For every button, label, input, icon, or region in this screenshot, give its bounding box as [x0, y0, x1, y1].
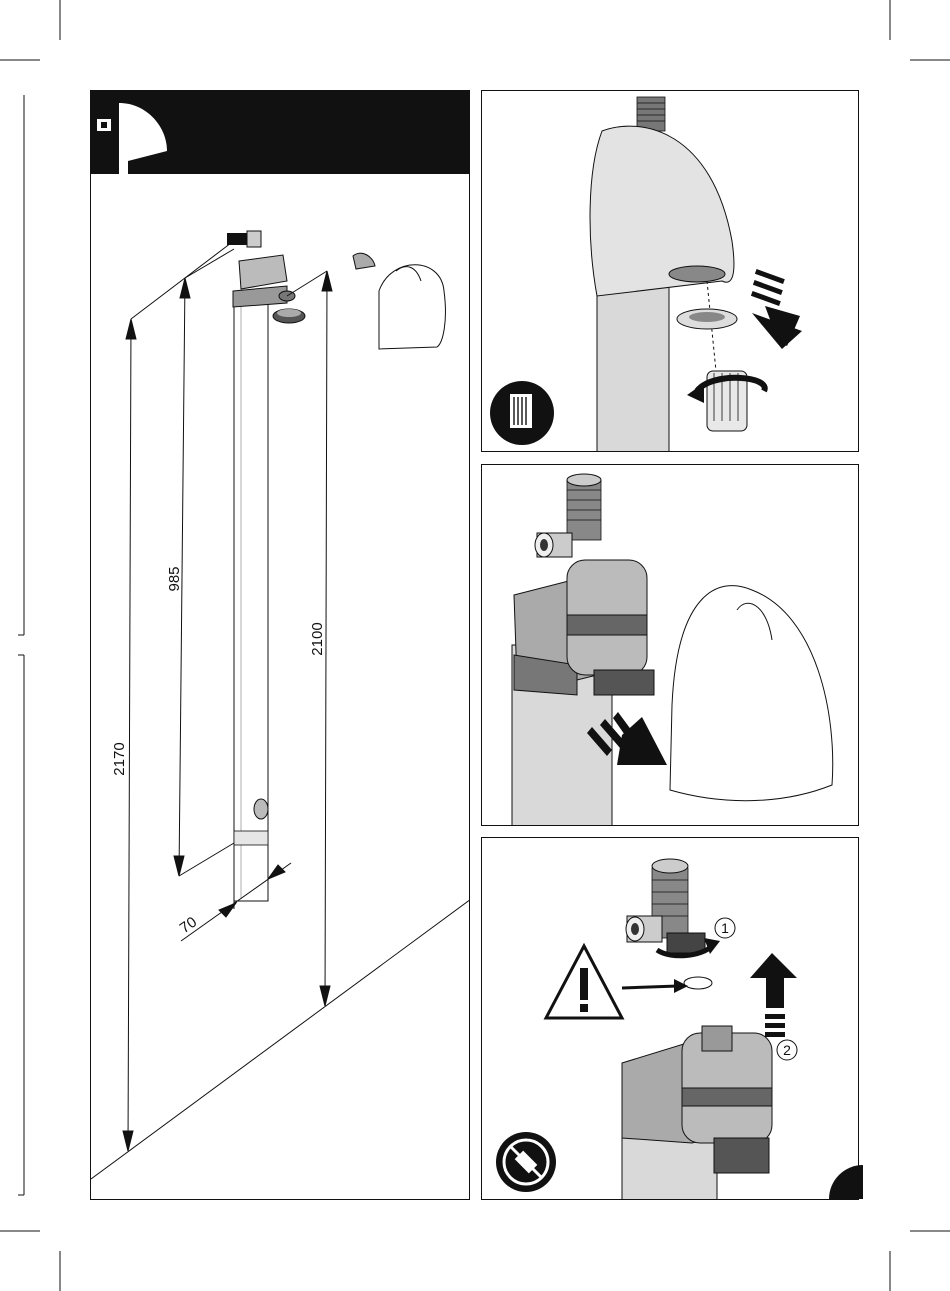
- step-marker-1: 1: [721, 920, 729, 936]
- dimension-drawing: 2170 985 2100 70: [91, 91, 470, 1200]
- step-panel-cover: [481, 464, 859, 826]
- dimension-label-2100: 2100: [309, 622, 326, 655]
- main-dimension-panel: 2170 985 2100 70: [90, 90, 470, 1200]
- filter-cleaning-icon: [490, 381, 554, 445]
- step-panel-filter: [481, 90, 859, 452]
- dimension-label-985: 985: [166, 566, 183, 591]
- step-marker-2: 2: [783, 1042, 791, 1058]
- dimension-label-2170: 2170: [111, 742, 128, 775]
- dimension-2170: [123, 243, 231, 1151]
- arrow-up-icon: [750, 953, 797, 1037]
- warning-triangle-icon: [546, 946, 622, 1018]
- no-tools-icon: [496, 1132, 556, 1192]
- shower-column: [227, 231, 305, 901]
- dimension-label-70: 70: [177, 914, 200, 937]
- step-panel-unscrew: 1 2: [481, 837, 859, 1200]
- arrow-down-icon: [751, 269, 802, 349]
- dimension-985: [174, 249, 234, 876]
